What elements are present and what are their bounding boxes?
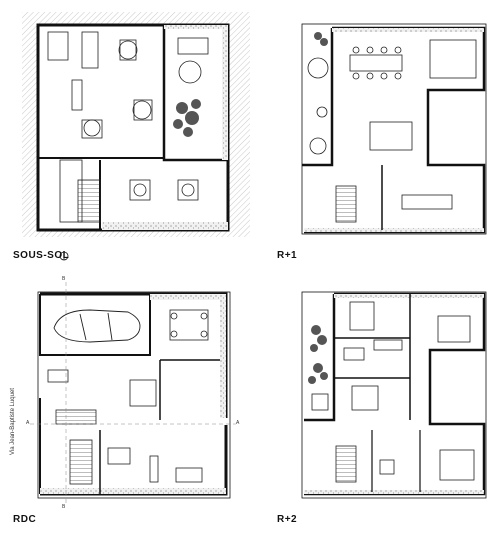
planter-greenery <box>308 325 328 384</box>
wall-section <box>222 25 228 160</box>
furniture <box>307 39 477 210</box>
plan-label-rdc: RDC <box>13 514 37 525</box>
section-mark-b-top: B <box>62 276 66 282</box>
wall-section <box>40 488 226 494</box>
garage-wall <box>39 294 151 356</box>
planter-greenery <box>173 99 201 137</box>
furniture <box>47 309 209 483</box>
outer-outline <box>37 291 231 499</box>
plan-sous-sol <box>22 12 250 237</box>
outer-wall <box>36 23 230 232</box>
plan-rdc <box>30 282 236 504</box>
north-arrow-icon <box>59 251 69 261</box>
wall-section <box>150 294 226 300</box>
exterior-wall <box>304 294 336 422</box>
planter-greenery <box>314 32 328 46</box>
exterior-wall <box>304 26 486 234</box>
plan-label-r2: R+2 <box>277 514 298 525</box>
wall-section <box>304 490 484 494</box>
outer-outline <box>301 23 487 235</box>
interior-wall <box>159 359 220 420</box>
interior-wall <box>162 25 228 162</box>
wall-section <box>220 300 226 418</box>
street-label: Via Jean-Baptiste Luquet <box>10 388 16 455</box>
section-mark-a-right: A <box>236 420 240 426</box>
furniture <box>311 301 475 481</box>
wall-section <box>102 222 228 230</box>
staircase <box>335 445 357 483</box>
furniture <box>47 31 209 223</box>
wall-section <box>164 25 228 29</box>
plan-label-r1: R+1 <box>277 250 298 261</box>
wall-section <box>304 228 484 232</box>
plan-label-sous-sol: SOUS-SOL <box>13 250 70 261</box>
section-mark-a-left: A <box>26 420 30 426</box>
interior-wall <box>371 430 421 492</box>
staircase <box>55 409 97 425</box>
car <box>53 309 141 343</box>
staircase <box>335 185 357 223</box>
interior-wall <box>334 294 411 420</box>
wall-section <box>334 294 484 298</box>
plan-r2 <box>301 291 487 499</box>
exterior-wall <box>302 28 334 167</box>
staircase <box>77 179 101 223</box>
staircase <box>69 439 93 485</box>
plan-r1 <box>301 23 487 235</box>
wall-section <box>332 28 484 32</box>
section-mark-b-bottom: B <box>62 504 66 510</box>
exterior-wall <box>304 292 486 496</box>
